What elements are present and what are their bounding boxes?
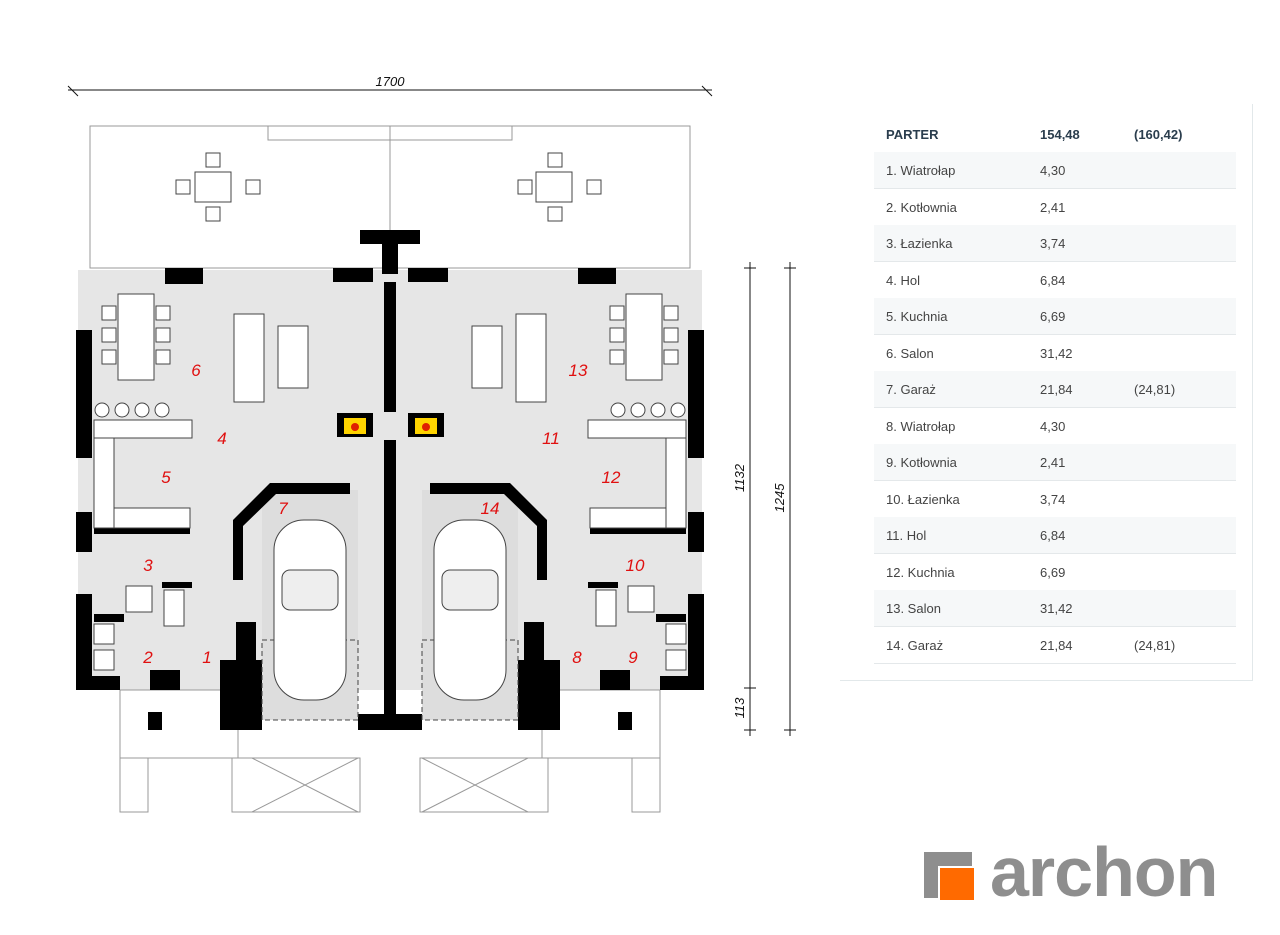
- room-number-label: 7: [278, 499, 288, 518]
- table-row: 3. Łazienka 3,74: [874, 225, 1236, 262]
- table-row: 11. Hol 6,84: [874, 517, 1236, 554]
- table-row: 12. Kuchnia 6,69: [874, 554, 1236, 591]
- pillar: [618, 712, 632, 730]
- table-row: 6. Salon 31,42: [874, 335, 1236, 372]
- room-number-label: 1: [202, 648, 211, 667]
- room-area: 6,84: [1040, 528, 1066, 543]
- room-area: 6,69: [1040, 564, 1066, 580]
- dimension-depth-inner: 1132: [732, 463, 747, 492]
- room-number-label: 9: [628, 648, 638, 667]
- room-number-label: 5: [161, 468, 171, 487]
- room-number-label: 3: [143, 556, 153, 575]
- room-name: 14. Garaż: [886, 637, 944, 653]
- dimension-porch: 113: [732, 697, 747, 718]
- room-number-label: 2: [142, 648, 153, 667]
- room-name: 13. Salon: [886, 601, 941, 616]
- room-area: 3,74: [1040, 491, 1066, 507]
- table-row: 13. Salon 31,42: [874, 590, 1236, 627]
- room-total: (24,81): [1134, 637, 1176, 653]
- furniture: [93, 293, 687, 721]
- room-name: 2. Kotłownia: [886, 199, 957, 215]
- room-name: 3. Łazienka: [886, 236, 953, 251]
- room-area: 6,84: [1040, 272, 1066, 288]
- room-area: 3,74: [1040, 236, 1066, 251]
- room-name: 7. Garaż: [886, 382, 936, 397]
- table-row: 5. Kuchnia 6,69: [874, 298, 1236, 335]
- floor-total-area: (160,42): [1134, 127, 1183, 142]
- floor-name: PARTER: [886, 127, 939, 142]
- walls: [76, 230, 704, 730]
- room-number-label: 11: [542, 429, 560, 448]
- room-area: 2,41: [1040, 455, 1066, 470]
- room-number-label: 13: [569, 361, 588, 380]
- table-header-row: PARTER 154,48 (160,42): [874, 116, 1236, 153]
- room-area: 2,41: [1040, 199, 1066, 215]
- table-row: 7. Garaż 21,84 (24,81): [874, 371, 1236, 408]
- archon-logo-text: archon: [990, 833, 1218, 911]
- table-row: 1. Wiatrołap 4,30: [874, 152, 1236, 189]
- table-row: 14. Garaż 21,84 (24,81): [874, 627, 1236, 664]
- room-number-label: 4: [217, 429, 226, 448]
- room-area: 31,42: [1040, 601, 1073, 616]
- terrace-table-left: [175, 152, 261, 222]
- terrace-table-right: [517, 152, 602, 222]
- dimension-lines: [67, 85, 796, 736]
- room-number-label: 10: [626, 556, 645, 575]
- room-number-label: 6: [191, 361, 201, 380]
- stools: [94, 402, 686, 418]
- table-row: 9. Kotłownia 2,41: [874, 444, 1236, 481]
- room-name: 6. Salon: [886, 345, 934, 361]
- room-area: 6,69: [1040, 309, 1066, 324]
- room-name: 12. Kuchnia: [886, 564, 955, 580]
- room-number-label: 12: [602, 468, 621, 487]
- room-area: 31,42: [1040, 345, 1073, 361]
- room-area: 4,30: [1040, 163, 1066, 178]
- room-number-label: 8: [572, 648, 582, 667]
- dimension-width: 1700: [376, 74, 406, 89]
- pillar: [148, 712, 162, 730]
- room-area: 21,84: [1040, 382, 1073, 397]
- floor-area: 154,48: [1040, 127, 1080, 142]
- room-area-table: PARTER 154,48 (160,42) 1. Wiatrołap 4,30 2…: [840, 104, 1253, 681]
- room-name: 1. Wiatrołap: [886, 163, 956, 178]
- dimension-depth-total: 1245: [772, 483, 787, 513]
- table-row: 8. Wiatrołap 4,30: [874, 408, 1236, 445]
- room-area: 21,84: [1040, 637, 1073, 653]
- room-number-label: 14: [481, 499, 500, 518]
- room-name: 8. Wiatrołap: [886, 418, 956, 434]
- room-name: 10. Łazienka: [886, 491, 960, 507]
- room-name: 4. Hol: [886, 272, 920, 288]
- room-name: 11. Hol: [886, 528, 927, 543]
- archon-logo-mark: [924, 852, 974, 900]
- table-row: 10. Łazienka 3,74: [874, 481, 1236, 518]
- table-row: 2. Kotłownia 2,41: [874, 189, 1236, 226]
- room-name: 9. Kotłownia: [886, 455, 957, 470]
- room-name: 5. Kuchnia: [886, 309, 948, 324]
- table-row: 4. Hol 6,84: [874, 262, 1236, 299]
- room-total: (24,81): [1134, 382, 1176, 397]
- fireplace-icon: [337, 413, 444, 437]
- front-porch: [119, 689, 661, 813]
- room-area: 4,30: [1040, 418, 1066, 434]
